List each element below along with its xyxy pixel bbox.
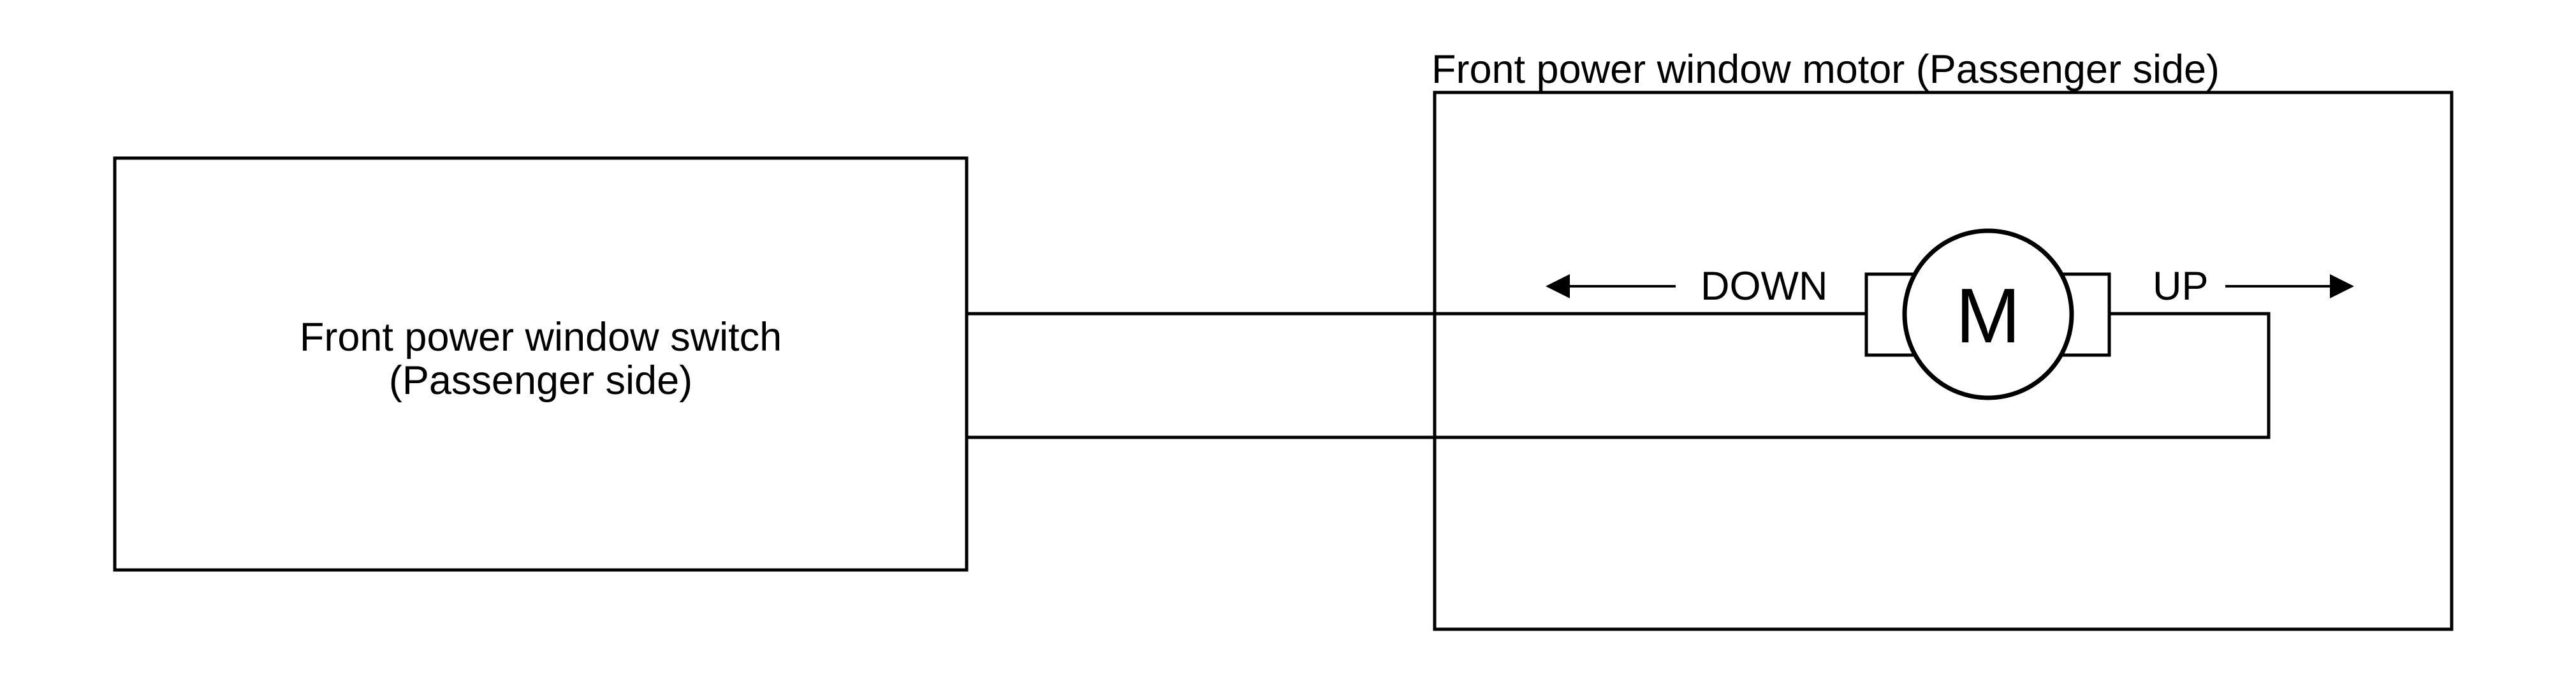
switch-box-outline xyxy=(113,156,969,572)
down-label: DOWN xyxy=(1701,264,1827,309)
up-label: UP xyxy=(2153,264,2209,309)
down-arrow-icon xyxy=(1546,274,1570,298)
wire-return-loop xyxy=(967,312,2271,439)
motor-box-title: Front power window motor (Passenger side… xyxy=(1431,47,2220,92)
switch-box-label-line1: Front power window switch xyxy=(300,315,782,360)
motor-symbol-letter: M xyxy=(1956,272,2021,359)
up-direction: UP xyxy=(2153,264,2354,309)
down-direction: DOWN xyxy=(1546,264,1827,309)
up-arrow-icon xyxy=(2330,274,2354,298)
motor-symbol: M xyxy=(1864,228,2111,400)
motor-box: Front power window motor (Passenger side… xyxy=(1431,47,2454,631)
motor-box-outline xyxy=(1433,91,2454,631)
motor-circle xyxy=(1902,228,2074,400)
switch-box: Front power window switch (Passenger sid… xyxy=(113,156,969,572)
wires xyxy=(967,312,2271,439)
switch-box-label-line2: (Passenger side) xyxy=(389,358,692,403)
